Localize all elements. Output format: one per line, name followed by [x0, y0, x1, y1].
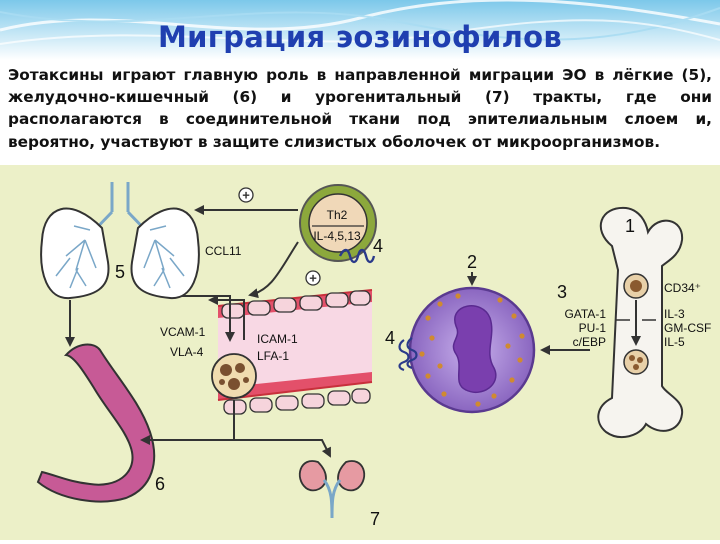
stomach-illustration	[36, 343, 156, 503]
lfa1-label: LFA-1	[257, 349, 289, 363]
arrows	[65, 205, 590, 458]
header-swirl-decoration	[0, 0, 720, 60]
eosinophil-migration-diagram: + + Th2 IL-4,5,13 CCL11 VCAM-1 VLA-4 ICA…	[0, 165, 720, 540]
plus-label-upper: +	[242, 188, 250, 203]
plus-sign-upper: +	[238, 187, 254, 203]
mature-eosinophil	[398, 286, 536, 414]
number-2: 2	[467, 252, 477, 272]
th2-cell	[299, 184, 377, 264]
icam1-label: ICAM-1	[257, 332, 298, 346]
lungs-illustration	[40, 182, 200, 300]
page-title: Миграция эозинофилов	[157, 20, 563, 54]
bone-marrow-illustration	[597, 206, 684, 439]
kidneys-illustration	[298, 460, 366, 519]
diagram-canvas: + + Th2 IL-4,5,13 CCL11 VCAM-1 VLA-4 ICA…	[0, 165, 720, 540]
number-3: 3	[557, 282, 567, 302]
number-4-lower: 4	[385, 328, 395, 348]
vcam1-label: VCAM-1	[160, 325, 206, 339]
endothelial-cells-top	[221, 290, 371, 319]
cytokine-il5-label: IL-5	[664, 335, 685, 349]
th2-cytokines-label: IL-4,5,13	[313, 229, 361, 243]
number-7: 7	[370, 509, 380, 529]
header-background	[0, 0, 720, 60]
ccl11-label: CCL11	[205, 244, 242, 258]
vla4-label: VLA-4	[170, 345, 204, 359]
number-5: 5	[115, 262, 125, 282]
tf-gata1-label: GATA-1	[564, 307, 606, 321]
tf-pu1-label: PU-1	[579, 321, 607, 335]
cytokine-gmcsf-label: GM-CSF	[664, 321, 711, 335]
cytokine-il3-label: IL-3	[664, 307, 685, 321]
th2-label: Th2	[327, 208, 348, 222]
plus-sign-lower: +	[305, 270, 321, 286]
endothelial-cells-bottom	[223, 388, 371, 415]
cd34-label: CD34⁺	[664, 281, 701, 295]
plus-label-lower: +	[309, 271, 317, 286]
number-6: 6	[155, 474, 165, 494]
description-text: Эотаксины играют главную роль в направле…	[8, 66, 712, 151]
number-4-upper: 4	[373, 236, 383, 256]
blood-vessel	[217, 289, 373, 401]
tf-cebp-label: c/EBP	[573, 335, 606, 349]
adhering-eosinophil	[211, 353, 257, 399]
number-1: 1	[625, 216, 635, 236]
